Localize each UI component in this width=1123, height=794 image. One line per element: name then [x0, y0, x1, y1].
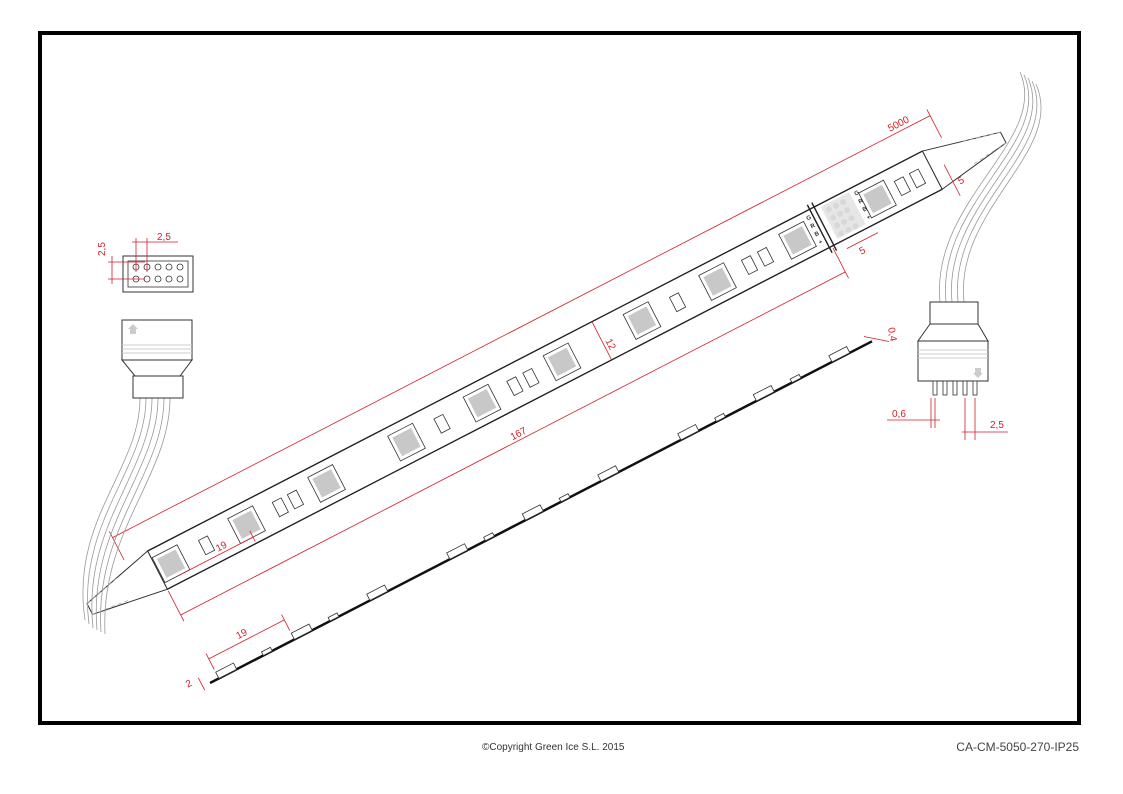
solder-pads: G R B + G R B + [806, 190, 873, 246]
dim-label-12: 12 [602, 337, 617, 352]
end-cap-left [86, 550, 169, 615]
pad-label-plus-right: + [866, 214, 872, 221]
connector-left [120, 319, 193, 399]
dim-label-pin-width: 0,6 [892, 409, 906, 420]
dim-label-5-right: 5 [956, 175, 966, 188]
pad-label-r-right: R [858, 198, 865, 206]
led-strip-body: G R B + G R B + 5000 167 [86, 109, 1007, 622]
dim-end [846, 164, 961, 249]
connector-face: 2,5 2,5 [97, 232, 194, 293]
dim-width [591, 321, 613, 361]
dim-label-167: 167 [509, 425, 529, 443]
dim-label-19-body: 19 [214, 539, 229, 554]
pad-label-b: B [814, 231, 821, 239]
cable-left [82, 397, 171, 635]
dim-label-2: 2 [184, 678, 194, 691]
dim-label-plug-pitch: 2,5 [157, 232, 171, 243]
pad-label-plus: + [818, 239, 824, 246]
pad-label-g-right: G [854, 190, 861, 198]
pad-label-g: G [806, 215, 813, 223]
product-code: CA-CM-5050-270-IP25 [956, 740, 1079, 754]
cut-line [806, 204, 833, 254]
pad-label-b-right: B [862, 206, 869, 214]
copyright-text: ©Copyright Green Ice S.L. 2015 [482, 742, 625, 753]
arrow-up-icon [128, 324, 138, 334]
arrow-down-icon [973, 368, 983, 378]
dim-label-0-4: 0,4 [885, 327, 898, 343]
dim-side-pitch [197, 614, 291, 691]
dim-label-5-bottom: 5 [858, 245, 868, 258]
strip-side-profile: 19 2 [184, 336, 890, 691]
pad-label-r: R [810, 223, 817, 231]
dim-segment-length [167, 247, 849, 622]
dim-label-19-side: 19 [234, 627, 249, 642]
cable-right [939, 71, 1042, 303]
dim-overall-length [108, 109, 942, 560]
drawing-frame [38, 31, 1081, 725]
dim-led-pitch [177, 530, 256, 577]
connector-right: 0,6 2,5 [887, 301, 1008, 440]
dim-label-pin-pitch: 2,5 [990, 420, 1004, 431]
dim-label-plug-height: 2,5 [97, 242, 108, 256]
strip-outline [146, 150, 943, 590]
